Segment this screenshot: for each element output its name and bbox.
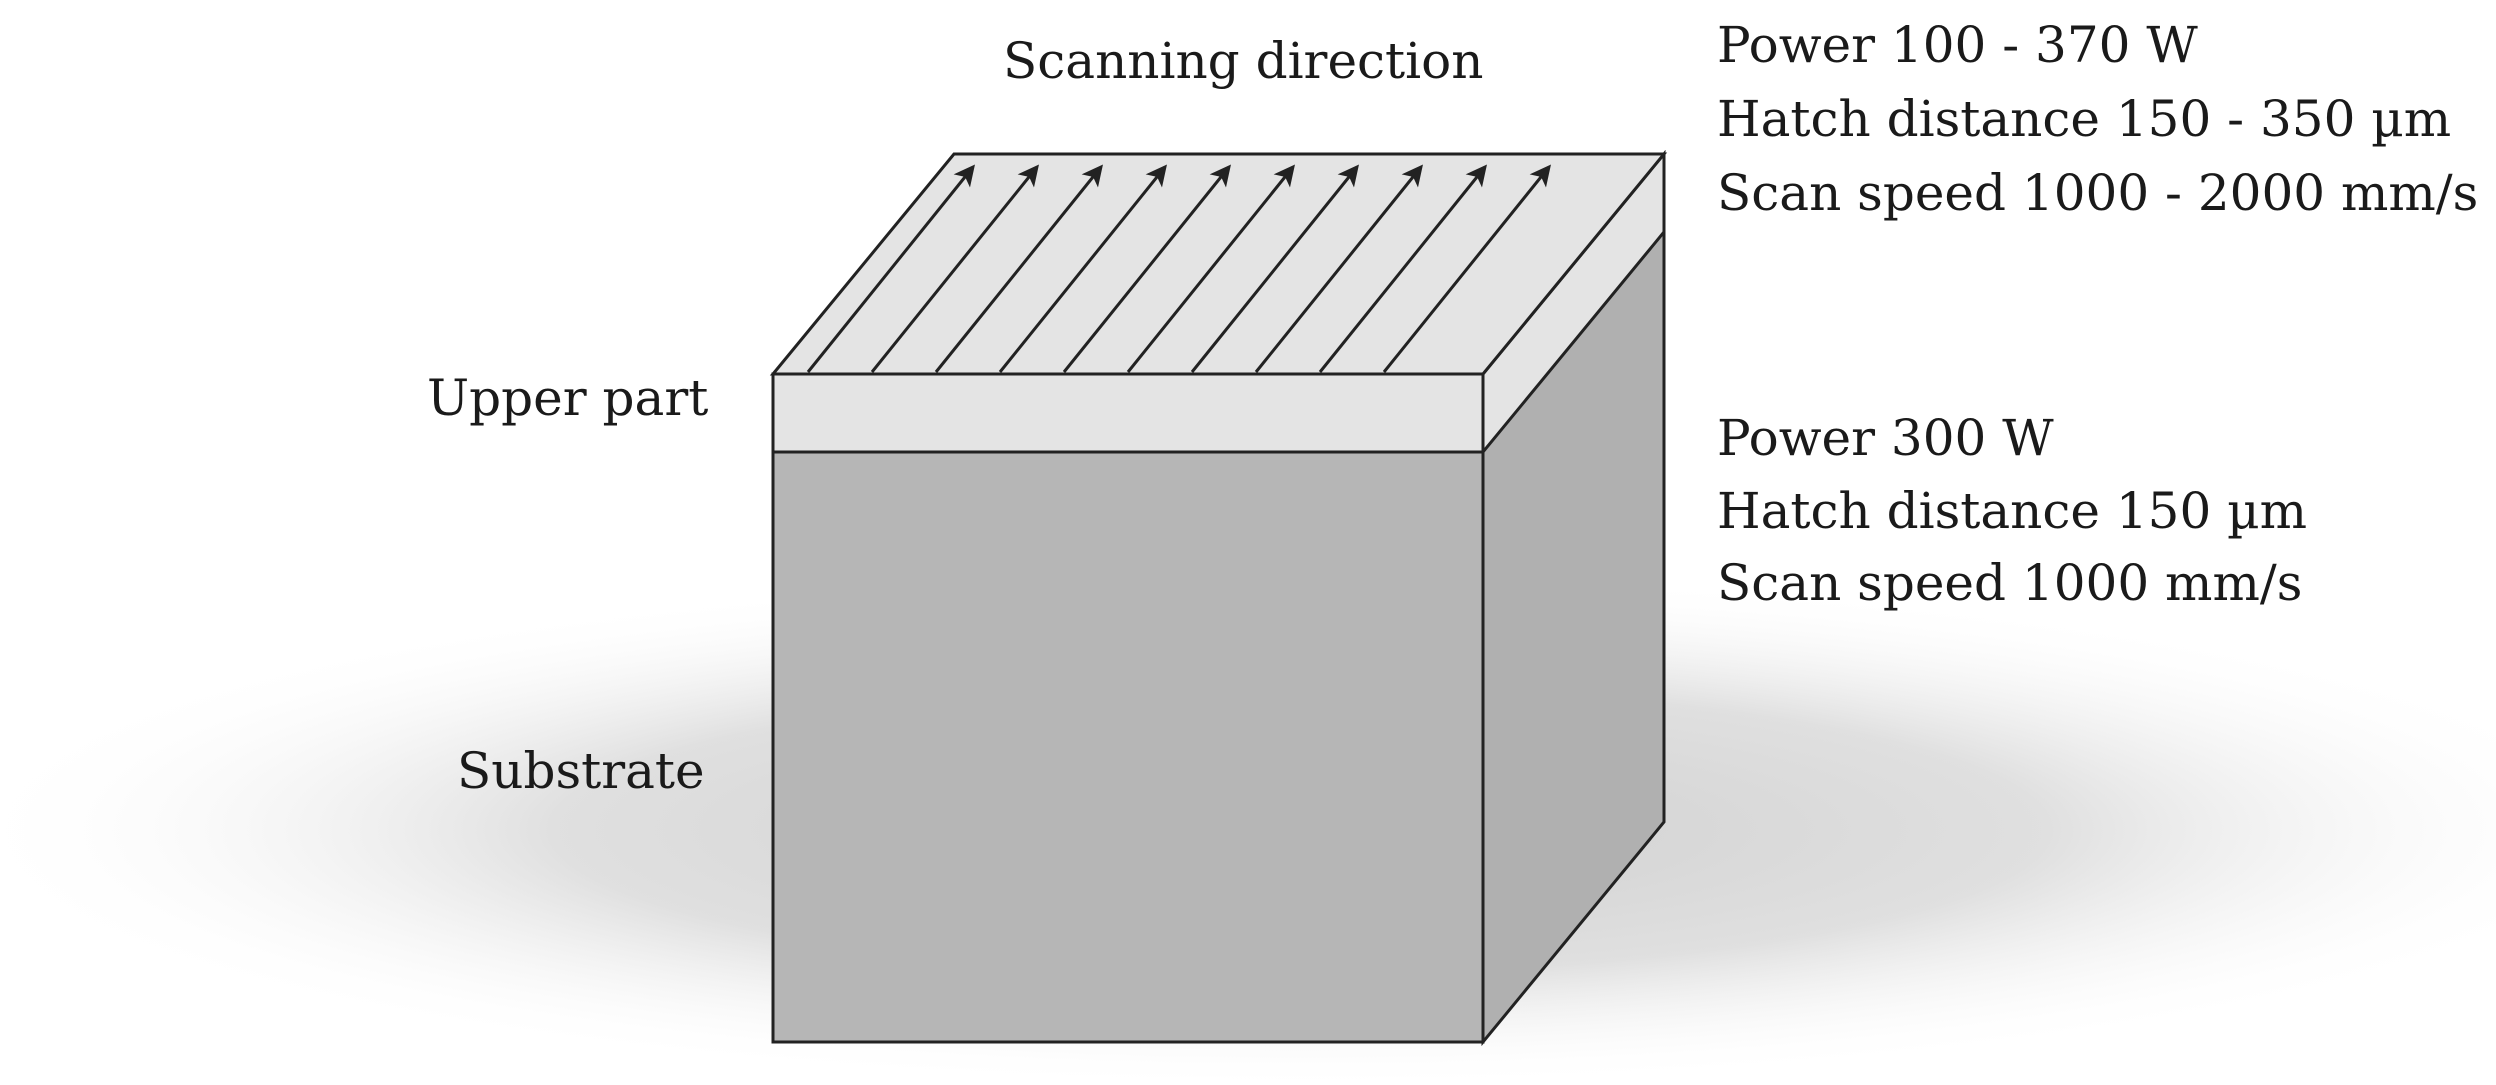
scan-track-arrow [1126,164,1295,373]
substrate-parameters: Power 300 W Hatch distance 150 µm Scan s… [1717,409,2307,612]
scanning-direction-label: Scanning direction [1003,32,1483,90]
scan-track-arrow [1318,164,1487,373]
upper-hatch-text: Hatch distance 150 - 350 µm [1717,90,2451,148]
scan-track-arrow [870,164,1039,373]
upper-power-text: Power 100 - 370 W [1717,16,2198,74]
top-face [769,152,1668,376]
scan-track-arrow [1062,164,1231,373]
substrate-power-text: Power 300 W [1717,409,2054,467]
upper-part-front-face [771,372,1485,454]
upper-part-parameters: Power 100 - 370 W Hatch distance 150 - 3… [1717,16,2478,222]
substrate-label: Substrate [457,742,705,800]
upper-speed-text: Scan speed 1000 - 2000 mm/s [1717,164,2478,222]
substrate-speed-text: Scan speed 1000 mm/s [1717,554,2302,612]
substrate-hatch-text: Hatch distance 150 µm [1717,482,2307,540]
scan-track-arrow [806,164,975,373]
scan-track-arrow [998,164,1167,373]
scan-track-arrow [1382,164,1551,373]
scan-track-arrow [1190,164,1359,373]
scan-track-arrow [1254,164,1423,373]
upper-part-label: Upper part [427,369,708,427]
substrate-front-face [771,450,1485,1044]
scan-tracks [806,164,1551,373]
scan-track-arrow [934,164,1103,373]
